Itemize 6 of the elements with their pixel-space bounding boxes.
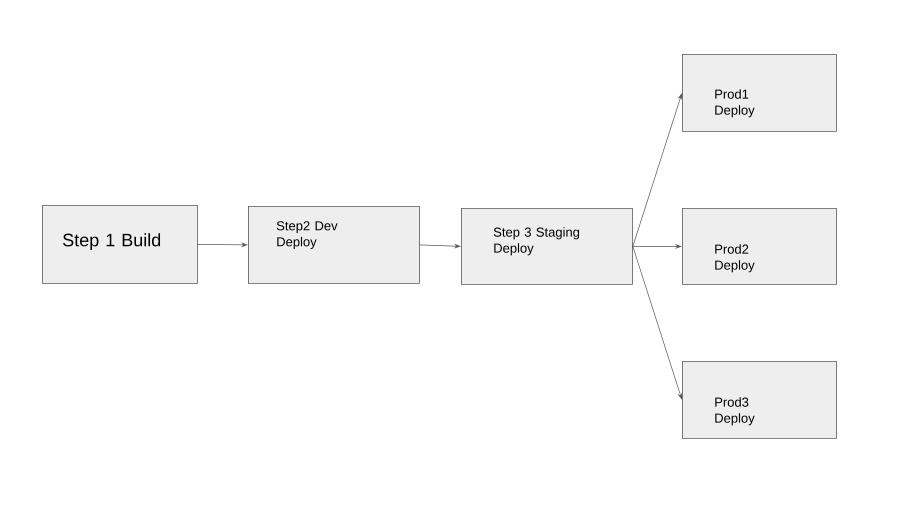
- process-box: Prod1 Deploy: [682, 54, 837, 132]
- process-box: Step2 Dev Deploy: [248, 206, 420, 284]
- process-box: Step 3 Staging Deploy: [461, 208, 633, 285]
- process-box: Prod3 Deploy: [682, 361, 837, 439]
- process-box: Step 1 Build: [42, 205, 198, 284]
- process-box: Prod2 Deploy: [682, 208, 837, 285]
